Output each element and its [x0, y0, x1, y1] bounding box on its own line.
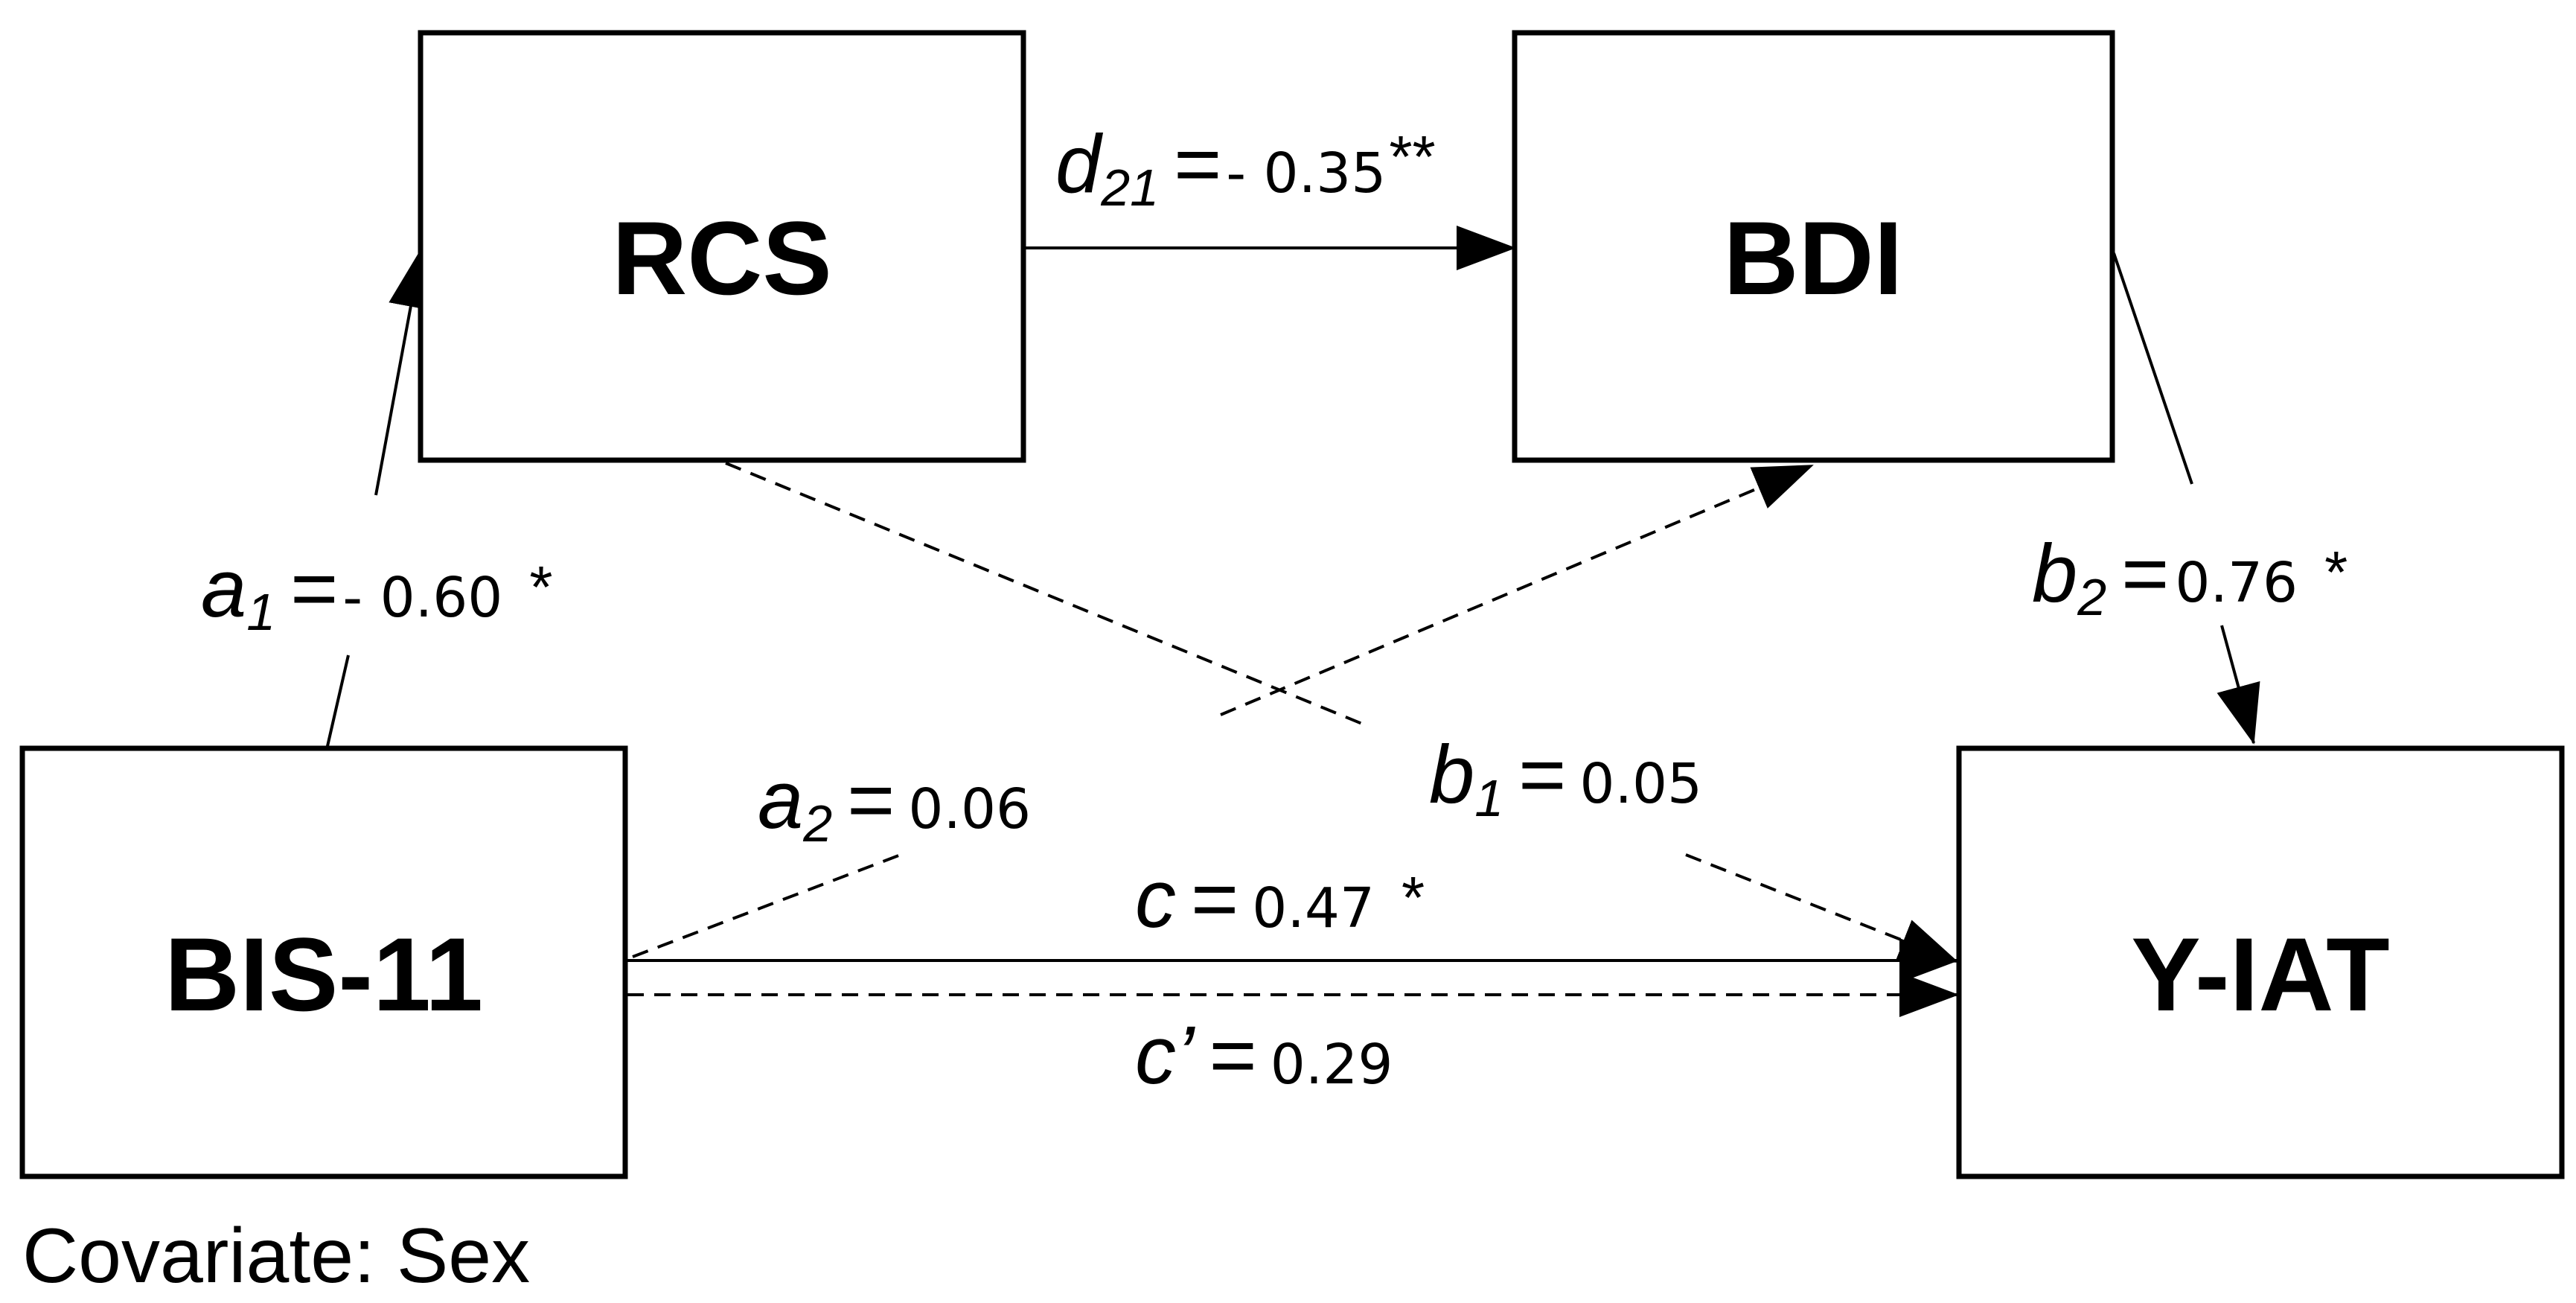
- a2-label: a2=0.06: [758, 754, 1031, 853]
- d21-label: d21=- 0.35**: [1055, 118, 1436, 217]
- b2-path-upper: [2112, 252, 2193, 485]
- node-rcs: RCS: [418, 30, 1026, 463]
- b1-path-lower: [1685, 853, 1959, 963]
- b1-path-upper: [725, 462, 1363, 725]
- covariate-note: Covariate: Sex: [22, 1213, 530, 1299]
- c-label: c=0.47*: [1135, 853, 1425, 945]
- a2-path-upper: [1220, 464, 1814, 716]
- node-yiat: Y-IAT: [1956, 745, 2565, 1179]
- a2-path-lower: [632, 853, 901, 958]
- b1-label: b1=0.05: [1429, 729, 1702, 827]
- node-bdi-label: BDI: [1723, 200, 1902, 316]
- node-rcs-label: RCS: [612, 200, 832, 316]
- node-yiat-label: Y-IAT: [2131, 916, 2389, 1033]
- node-bis11: BIS-11: [19, 745, 628, 1179]
- a1-label: a1=- 0.60*: [201, 543, 553, 641]
- a1-path-lower: [326, 654, 350, 747]
- b2-path-lower: [2217, 625, 2260, 745]
- node-bis11-label: BIS-11: [164, 916, 483, 1033]
- b2-label: b2=0.76*: [2032, 528, 2348, 626]
- node-bdi: BDI: [1512, 30, 2115, 463]
- a1-path-upper: [374, 248, 433, 496]
- c-prime-label: c’=0.29: [1135, 1010, 1393, 1101]
